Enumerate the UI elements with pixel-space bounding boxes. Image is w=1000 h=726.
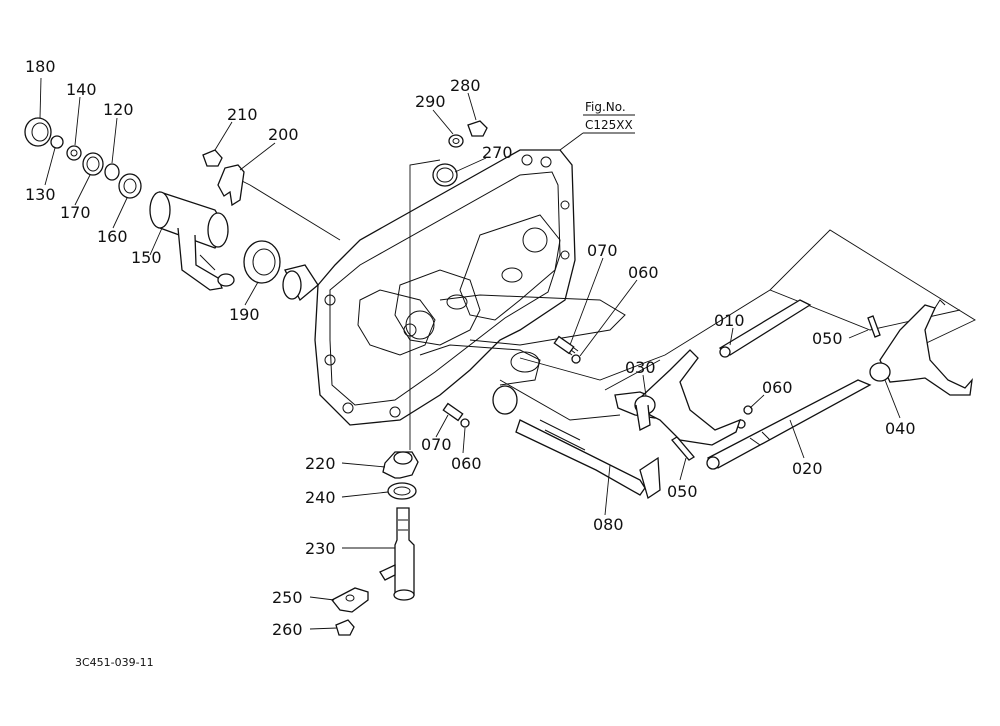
callout-170: 170 xyxy=(60,203,91,222)
fig-no-label: Fig.No. xyxy=(585,100,626,114)
callout-210: 210 xyxy=(227,105,258,124)
part-290-washer xyxy=(448,134,464,148)
part-170-circlip xyxy=(82,152,104,176)
part-230-shaft xyxy=(379,507,415,601)
callout-120: 120 xyxy=(103,100,134,119)
callout-130: 130 xyxy=(25,185,56,204)
callout-050b: 050 xyxy=(667,482,698,501)
part-200-lock-plate xyxy=(217,164,245,207)
fig-no-value: C125XX xyxy=(585,118,633,132)
part-130-collar xyxy=(50,135,64,149)
callout-070a: 070 xyxy=(587,241,618,260)
callout-140: 140 xyxy=(66,80,97,99)
part-060b-balls xyxy=(736,405,753,429)
part-050b-pin xyxy=(671,436,695,461)
callout-050a: 050 xyxy=(812,329,843,348)
callout-060a: 060 xyxy=(628,263,659,282)
callout-160: 160 xyxy=(97,227,128,246)
callout-270: 270 xyxy=(482,143,513,162)
callout-180: 180 xyxy=(25,57,56,76)
callout-190: 190 xyxy=(229,305,260,324)
callout-230: 230 xyxy=(305,539,336,558)
part-060a-ball xyxy=(571,354,581,364)
part-010-shift-rod xyxy=(718,299,812,358)
drawing-code: 3C451-039-11 xyxy=(75,656,154,669)
callout-010: 010 xyxy=(714,311,745,330)
part-210-bolt xyxy=(202,149,223,167)
callout-030: 030 xyxy=(625,358,656,377)
part-250-lock-plate xyxy=(330,587,369,613)
part-260-bolt xyxy=(335,619,355,636)
callout-150: 150 xyxy=(131,248,162,267)
callout-020: 020 xyxy=(792,459,823,478)
part-070a-spring xyxy=(553,335,579,356)
part-240-o-ring xyxy=(387,482,417,500)
part-140-washer xyxy=(66,145,82,161)
shift-case-housing xyxy=(314,149,626,426)
callout-260: 260 xyxy=(272,620,303,639)
part-180-oil-seal xyxy=(24,117,52,147)
part-280-bolt xyxy=(467,120,488,137)
callout-220: 220 xyxy=(305,454,336,473)
callout-250: 250 xyxy=(272,588,303,607)
part-050a-pin xyxy=(867,315,881,338)
part-150-shifter-sleeve xyxy=(149,191,235,291)
callout-070b: 070 xyxy=(421,435,452,454)
part-030-shift-fork xyxy=(634,349,742,446)
part-070b-spring xyxy=(442,402,464,422)
part-120-ring xyxy=(104,163,120,181)
part-040-shift-fork xyxy=(869,299,973,396)
part-020-shift-rod xyxy=(706,379,872,470)
callout-leaders xyxy=(39,77,901,630)
callout-290: 290 xyxy=(415,92,446,111)
callout-080: 080 xyxy=(593,515,624,534)
bushing xyxy=(282,264,319,302)
callout-200: 200 xyxy=(268,125,299,144)
part-060c-ball xyxy=(460,418,470,428)
callout-240: 240 xyxy=(305,488,336,507)
callout-040: 040 xyxy=(885,419,916,438)
part-190-oil-seal xyxy=(243,240,281,284)
callout-060b: 060 xyxy=(762,378,793,397)
part-220-shift-arm xyxy=(382,451,419,479)
callout-280: 280 xyxy=(450,76,481,95)
part-160-bearing xyxy=(118,173,142,199)
callout-060c: 060 xyxy=(451,454,482,473)
part-270-o-ring xyxy=(432,163,458,187)
